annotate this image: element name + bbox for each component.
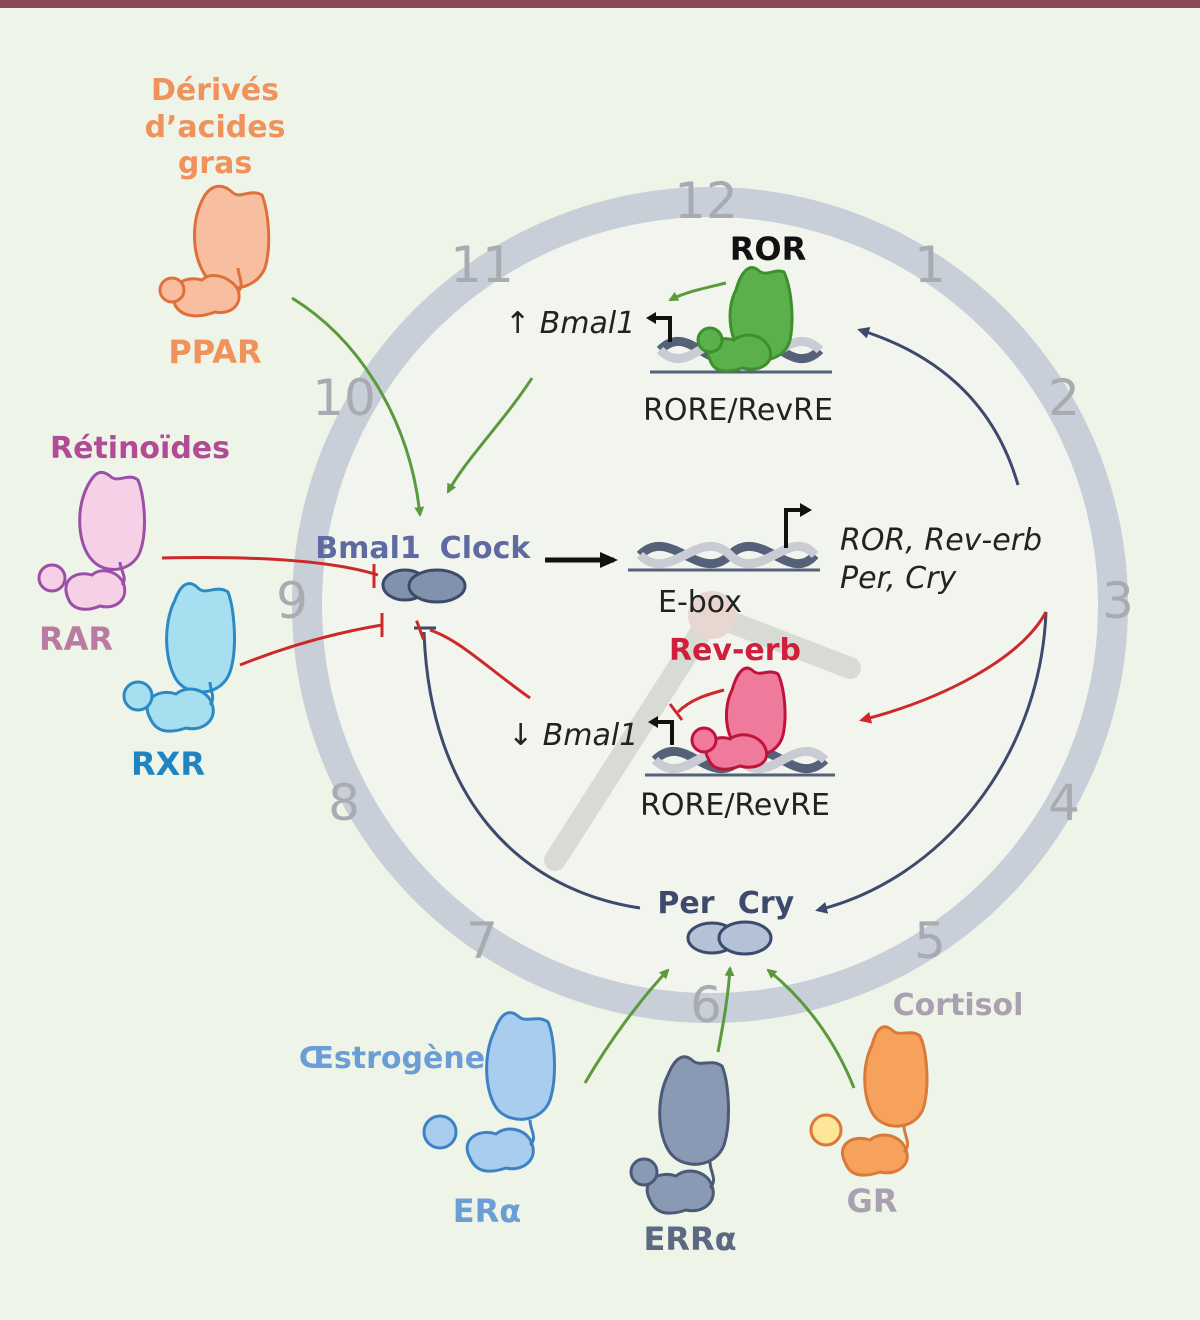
bmal1-down-label: ↓ Bmal1	[508, 718, 638, 753]
ror-label: ROR	[730, 230, 806, 268]
rar-label: RAR	[39, 620, 113, 658]
clock-number-3: 3	[1102, 572, 1134, 630]
clock-number-6: 6	[690, 976, 722, 1034]
bmal1-down-inhibit-bar	[415, 620, 425, 640]
targets-label-line1: ROR, Rev-erb	[840, 523, 1042, 558]
ppar-activation-arrow	[291, 296, 425, 517]
gr-receptor-icon	[809, 1025, 929, 1177]
bmal1-up-tss-arrow	[652, 316, 672, 342]
arc-to-rev-erb-arrow	[859, 611, 1048, 724]
err-alpha-activation-arrow	[716, 966, 735, 1053]
cry-label: Cry	[738, 886, 795, 921]
rar-inhibit-line	[161, 556, 379, 577]
clock-number-10: 10	[312, 369, 376, 427]
targets-label-line2: Per, Cry	[840, 561, 957, 596]
clock-number-5: 5	[914, 912, 946, 970]
bmal1-down-inhibit-line	[429, 628, 531, 700]
top-bar	[0, 0, 1200, 8]
rev-erb-protein-icon	[690, 666, 787, 771]
clock-number-8: 8	[328, 774, 360, 832]
dna-ebox-element	[628, 541, 820, 572]
rev-erb-inhibit-line	[676, 688, 725, 714]
err-alpha-label: ERRα	[643, 1220, 736, 1258]
retinoids-label: Rétinoïdes	[50, 431, 230, 466]
rxr-label: RXR	[131, 745, 205, 783]
fatty-acids-label-line2: d’acides	[145, 110, 286, 145]
clock-number-12: 12	[674, 172, 738, 230]
clock-center	[688, 591, 736, 639]
rore-revre-top-label: RORE/RevRE	[643, 393, 833, 428]
clock-number-7: 7	[466, 912, 498, 970]
er-alpha-activation-arrow	[583, 968, 670, 1084]
bmal1-clock-dimer-icon	[381, 568, 467, 604]
ppar-receptor-icon	[158, 184, 271, 318]
estrogen-label: Œstrogène	[299, 1041, 485, 1076]
clock-number-1: 1	[914, 236, 946, 294]
clock-number-2: 2	[1048, 369, 1080, 427]
ror-activation-arrow	[668, 281, 727, 302]
fatty-acids-label-line1: Dérivés	[151, 73, 279, 108]
rxr-receptor-icon	[122, 582, 236, 733]
arc-to-per-cry-arrow	[815, 611, 1048, 914]
arc-to-ror-arrow	[857, 326, 1020, 486]
per-cry-dimer-icon	[686, 920, 773, 956]
ebox-label: E-box	[658, 585, 742, 620]
rar-receptor-icon	[37, 470, 146, 611]
er-alpha-receptor-icon	[422, 1011, 556, 1173]
clock-minute-hand	[701, 604, 861, 679]
rev-erb-inhibit-bar	[668, 703, 684, 721]
bmal1-down-tss-arrow	[654, 720, 674, 745]
clock-number-4: 4	[1048, 774, 1080, 832]
gr-activation-arrow	[766, 968, 856, 1089]
per-cry-inhibit-line	[422, 631, 641, 910]
fatty-acids-label-line3: gras	[178, 146, 252, 181]
clock-label: Clock	[440, 531, 532, 566]
ppar-label: PPAR	[168, 333, 261, 371]
cortisol-label: Cortisol	[893, 988, 1024, 1023]
per-label: Per	[657, 886, 714, 921]
ebox-tss-arrow	[784, 508, 802, 548]
bmal1-up-activation-arrow	[446, 377, 534, 494]
clock-number-11: 11	[450, 236, 514, 294]
bmal1-label: Bmal1	[315, 531, 421, 566]
ror-protein-icon	[696, 266, 794, 373]
rore-revre-bottom-label: RORE/RevRE	[640, 788, 830, 823]
gr-label: GR	[847, 1182, 898, 1220]
rxr-inhibit-line	[239, 623, 383, 667]
err-alpha-receptor-icon	[629, 1055, 730, 1215]
rev-erb-label: Rev-erb	[669, 633, 801, 668]
er-alpha-label: ERα	[453, 1192, 521, 1230]
bmal1-up-label: ↑ Bmal1	[505, 306, 635, 341]
clock-number-9: 9	[276, 572, 308, 630]
clock-hour-hand	[544, 604, 723, 871]
clock-numbers: 12 1 2 3 4 5 6 7 8 9 10 11	[276, 172, 1134, 1034]
